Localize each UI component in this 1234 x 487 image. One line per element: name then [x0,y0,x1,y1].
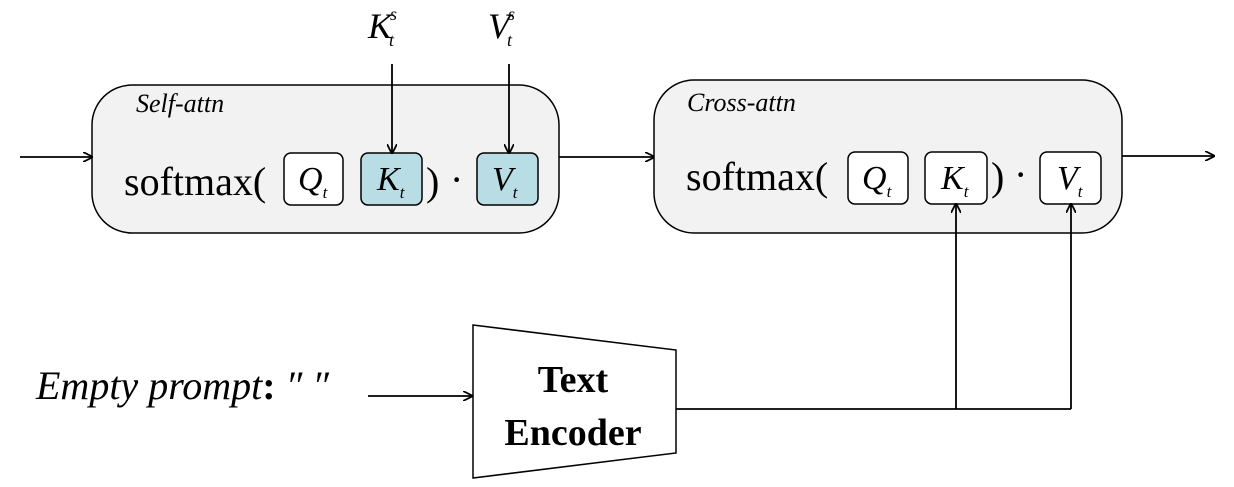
cross-k-symbol: Kt [940,160,970,201]
self-dot: · [450,157,463,202]
prompt-text: Empty prompt:″ ″ [35,363,330,408]
cross-attn-label: Cross-attn [687,88,796,117]
text-encoder-line1: Text [538,359,609,401]
self-softmax-text: softmax( [124,159,266,204]
cross-q-symbol: Qt [862,160,893,201]
text-encoder-line2: Encoder [504,412,641,454]
text-encoder-block [472,324,677,479]
cross-dot: · [1014,152,1027,197]
cross-q-box [847,151,909,205]
self-q-box [283,152,344,206]
self-k-symbol: Kt [376,161,406,202]
cross-softmax-text: softmax( [686,154,828,199]
self-q-symbol: Qt [298,161,329,202]
self-close-paren: ) [426,159,439,204]
self-attn-label: Self-attn [136,89,224,118]
cross-close-paren: ) [991,154,1004,199]
